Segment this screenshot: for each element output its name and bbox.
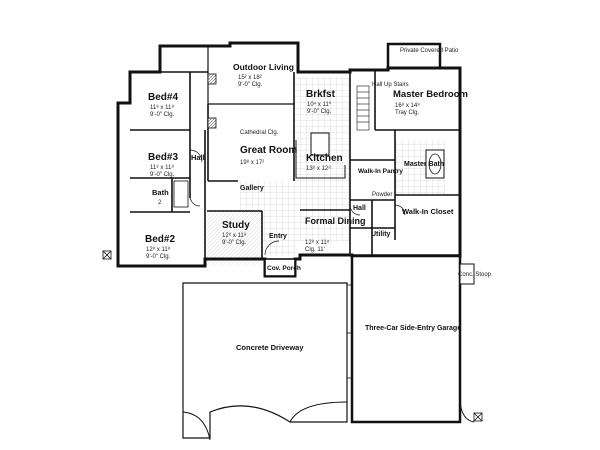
conc-stoop-pad: [459, 263, 475, 285]
study-dims: 12⁸ x 11⁸: [222, 232, 247, 239]
kitchen-island: [310, 132, 330, 156]
bed4-note: 9'-0" Clg.: [150, 112, 175, 118]
bed3-label: Bed#3: [148, 152, 178, 163]
bed2-label: Bed#2: [145, 234, 175, 245]
cov-porch-label: Cov. Porch: [267, 265, 301, 272]
garage-label: Three-Car Side-Entry Garage: [365, 325, 461, 332]
stairs: [356, 85, 370, 131]
interior-walls: [130, 70, 460, 259]
tub-basin: [428, 153, 442, 175]
conc-stoop-label: Conc. Stoop: [458, 272, 492, 278]
bed4-dims: 11⁸ x 11⁸: [150, 104, 174, 111]
gallery-label: Gallery: [240, 185, 264, 192]
powder-label: Powder: [372, 192, 392, 198]
garage-doors: [347, 284, 352, 379]
outdoor-living-dims: 15² x 18²: [238, 75, 262, 81]
garage-side-curve: [459, 401, 475, 423]
driveway-curve-left: [182, 411, 211, 441]
kitchen-label: Kitchen: [306, 153, 343, 164]
outdoor-living-note: 9'-0" Clg.: [238, 82, 263, 88]
pantry-label: Walk-In Pantry: [358, 168, 403, 175]
entry-label: Entry: [269, 233, 287, 240]
kitchen-dims: 13⁸ x 12⁸: [306, 165, 331, 172]
bath2-label: Bath: [152, 188, 169, 197]
bed3-note: 9'-0" Clg.: [150, 172, 175, 178]
garage-outline: [350, 254, 462, 424]
master-bedroom-label: Master Bedroom: [393, 89, 468, 100]
master-bath-label: Master Bath: [404, 161, 444, 168]
gate-icon: [102, 250, 112, 260]
hall-stairs-label: Hall Up Stairs: [372, 82, 409, 88]
formal-dining-label: Formal Dining: [305, 216, 366, 226]
great-room-label: Great Room: [240, 145, 297, 156]
utility-label: Utility: [371, 231, 391, 238]
study-note: 9'-0" Clg.: [222, 240, 247, 246]
walk-in-closet-label: Walk-In Closet: [402, 207, 454, 216]
master-bedroom-note: Tray Clg.: [395, 110, 419, 116]
great-room-dims: 19⁸ x 17²: [240, 159, 264, 166]
patio-label: Private Covered Patio: [400, 48, 459, 54]
outdoor-living-label: Outdoor Living: [233, 62, 294, 72]
brkfst-floor: [294, 77, 350, 139]
door-swings: [189, 149, 406, 256]
fireplace: [207, 73, 217, 85]
master-bedroom-dims: 16⁸ x 14⁸: [395, 102, 420, 109]
formal-dining-note: Clg. 11': [305, 247, 325, 253]
driveway-label: Concrete Driveway: [236, 343, 304, 352]
entry-floor: [265, 213, 295, 255]
brkfst-note: 9'-0" Clg.: [307, 109, 332, 115]
driveway-curve-right: [289, 401, 348, 423]
bed3-dims: 11⁸ x 11⁸: [150, 164, 174, 171]
covered-porch: [264, 258, 296, 277]
hall-mid-label: Hall: [353, 205, 366, 212]
bath2-note: 2: [158, 200, 162, 206]
bath2-tub: [173, 180, 189, 208]
room-labels: Outdoor Living 15² x 18² 9'-0" Clg. Bed#…: [145, 48, 492, 352]
formal-dining-dims: 12⁸ x 11⁸: [305, 239, 330, 246]
great-room-fireplace: [207, 117, 217, 129]
study-label: Study: [222, 220, 250, 231]
bed2-dims: 12⁸ x 11⁸: [146, 246, 171, 253]
kitchen-counter: [295, 140, 346, 179]
study-floor: [207, 211, 262, 265]
great-room-note: Cathedral Clg.: [240, 130, 279, 136]
bed2-note: 9'-0" Clg.: [146, 254, 171, 260]
driveway-outline: [182, 282, 348, 439]
brkfst-label: Brkfst: [306, 89, 336, 100]
meter-icon: [473, 412, 483, 422]
patio-outline: [386, 42, 442, 68]
brkfst-dims: 10⁴ x 11⁰: [307, 101, 332, 108]
hall-left-label: Hall: [191, 153, 205, 162]
bed4-label: Bed#4: [148, 92, 178, 103]
